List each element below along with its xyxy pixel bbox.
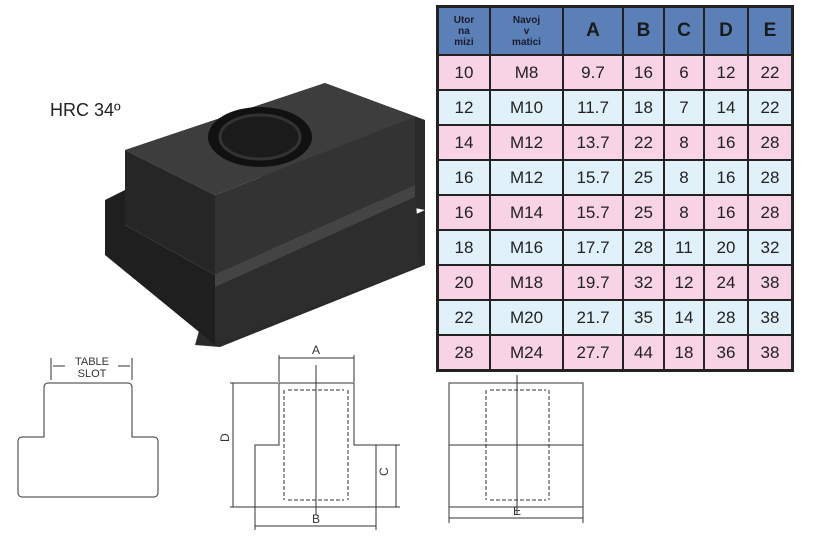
table-cell: 19.7	[562, 264, 624, 301]
technical-drawings: TABLE SLOT A D C B E	[17, 343, 584, 530]
table-cell: 36	[703, 334, 749, 372]
table-cell: 12	[436, 89, 491, 126]
slot-label-2: SLOT	[78, 368, 107, 380]
table-cell: 16	[436, 194, 491, 231]
header-d: D	[703, 5, 749, 56]
table-cell: 14	[703, 89, 749, 126]
table-cell: 6	[663, 54, 705, 91]
header-b: B	[622, 5, 665, 56]
table-cell: 12	[663, 264, 705, 301]
table-cell: 28	[436, 334, 491, 372]
table-cell: M24	[489, 334, 564, 372]
table-cell: 8	[663, 159, 705, 196]
table-cell: M18	[489, 264, 564, 301]
table-cell: M14	[489, 194, 564, 231]
table-cell: 44	[622, 334, 665, 372]
header-a: A	[562, 5, 624, 56]
table-cell: 22	[436, 299, 491, 336]
table-cell: 17.7	[562, 229, 624, 266]
table-cell: 24	[703, 264, 749, 301]
front-view-drawing: A D C B	[218, 343, 400, 530]
table-cell: 7	[663, 89, 705, 126]
table-cell: 28	[703, 299, 749, 336]
table-cell: 18	[436, 229, 491, 266]
table-cell: 22	[747, 89, 794, 126]
table-cell: 12	[703, 54, 749, 91]
table-cell: 35	[622, 299, 665, 336]
table-cell: 38	[747, 264, 794, 301]
table-cell: 28	[747, 194, 794, 231]
table-cell: 28	[622, 229, 665, 266]
table-cell: 20	[436, 264, 491, 301]
table-cell: 28	[747, 124, 794, 161]
table-cell: 16	[703, 194, 749, 231]
table-cell: 22	[747, 54, 794, 91]
table-cell: 15.7	[562, 194, 624, 231]
table-cell: 16	[703, 124, 749, 161]
table-cell: 28	[747, 159, 794, 196]
table-cell: 11.7	[562, 89, 624, 126]
table-cell: 14	[436, 124, 491, 161]
table-cell: 27.7	[562, 334, 624, 372]
dim-b: B	[312, 512, 320, 526]
dim-d: D	[218, 433, 232, 442]
table-cell: 8	[663, 124, 705, 161]
table-cell: 16	[622, 54, 665, 91]
table-cell: 15.7	[562, 159, 624, 196]
t-nut-photo	[105, 83, 425, 347]
table-cell: 38	[747, 299, 794, 336]
table-cell: 20	[703, 229, 749, 266]
table-cell: 18	[663, 334, 705, 372]
table-cell: M20	[489, 299, 564, 336]
table-cell: 32	[622, 264, 665, 301]
table-cell: 11	[663, 229, 705, 266]
table-cell: 13.7	[562, 124, 624, 161]
table-cell: 18	[622, 89, 665, 126]
table-cell: 10	[436, 54, 491, 91]
table-cell: 16	[703, 159, 749, 196]
table-cell: 16	[436, 159, 491, 196]
table-cell: M12	[489, 159, 564, 196]
table-cell: 22	[622, 124, 665, 161]
table-cell: 9.7	[562, 54, 624, 91]
table-cell: M10	[489, 89, 564, 126]
hardness-label: HRC 34º	[50, 100, 121, 120]
slot-label-1: TABLE	[75, 356, 109, 368]
table-cell: 14	[663, 299, 705, 336]
table-cell: 25	[622, 159, 665, 196]
table-cell: 8	[663, 194, 705, 231]
header-c: C	[663, 5, 705, 56]
table-cell: 25	[622, 194, 665, 231]
dim-e: E	[513, 504, 521, 518]
table-cell: M12	[489, 124, 564, 161]
table-cell: M16	[489, 229, 564, 266]
header-e: E	[747, 5, 794, 56]
dim-a: A	[312, 343, 320, 357]
dim-c: C	[377, 467, 391, 476]
table-cell: 38	[747, 334, 794, 372]
table-cell: 21.7	[562, 299, 624, 336]
table-cell: M8	[489, 54, 564, 91]
table-cell: 32	[747, 229, 794, 266]
side-view-drawing: E	[448, 375, 584, 523]
table-slot-drawing: TABLE SLOT	[17, 356, 159, 498]
